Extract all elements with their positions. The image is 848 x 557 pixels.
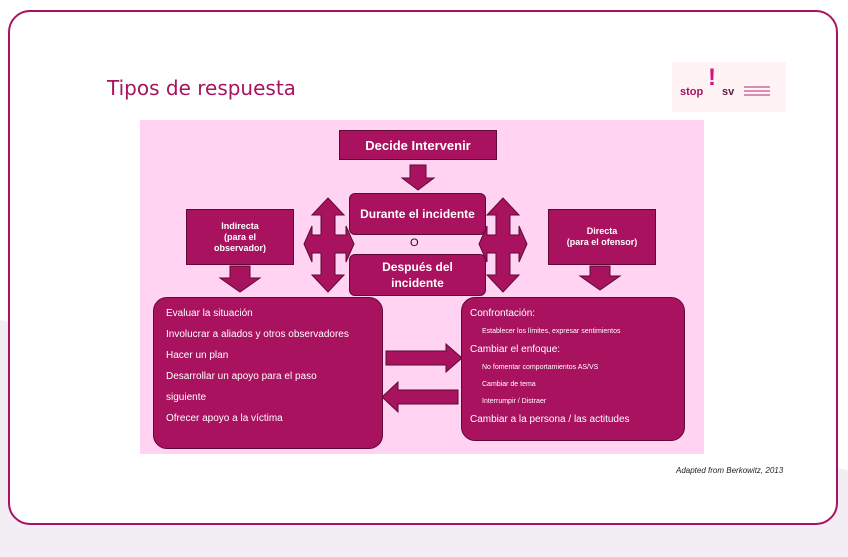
logo-sv-text: sv <box>722 86 735 98</box>
cross-arrow-left <box>303 197 355 293</box>
indirect-actions-list: Evaluar la situación Involucrar a aliado… <box>153 297 383 449</box>
stop-sv-logo: stop ! sv <box>672 62 786 112</box>
list-item: siguiente <box>166 392 207 403</box>
list-item: Desarrollar un apoyo para el paso <box>166 371 317 382</box>
arrow-down-indirecta <box>218 265 262 293</box>
cambiar-enfoque-heading: Cambiar el enfoque: <box>470 344 561 355</box>
arrow-right-middle <box>385 342 463 374</box>
despues-incidente-box: Después del incidente <box>349 254 486 296</box>
despues-line-1: Después del <box>382 260 453 274</box>
arrow-left-middle <box>381 380 459 414</box>
list-item: Evaluar la situación <box>166 308 253 319</box>
list-item: Hacer un plan <box>166 350 229 361</box>
source-credit: Adapted from Berkowitz, 2013 <box>676 466 784 475</box>
arrow-down-decide <box>400 164 436 191</box>
logo-tagline-lines <box>744 86 770 96</box>
list-item: Involucrar a aliados y otros observadore… <box>166 329 349 340</box>
enfoque-detail-1: No fomentar comportamientos AS/VS <box>482 364 599 371</box>
list-item: Ofrecer apoyo a la víctima <box>166 413 283 424</box>
confrontacion-detail: Establecer los límites, expresar sentimi… <box>482 328 621 335</box>
enfoque-detail-3: Interrumpir / Distraer <box>482 398 547 405</box>
arrow-down-directa <box>578 265 622 291</box>
durante-incidente-box: Durante el incidente <box>349 193 486 235</box>
enfoque-detail-2: Cambiar de tema <box>482 381 536 388</box>
cross-arrow-right <box>478 197 528 293</box>
indirecta-line-3: observador) <box>213 242 266 253</box>
cambiar-persona-heading: Cambiar a la persona / las actitudes <box>470 414 630 425</box>
decide-intervenir-box: Decide Intervenir <box>339 130 497 160</box>
despues-line-2: incidente <box>391 276 444 290</box>
confrontacion-heading: Confrontación: <box>470 308 536 319</box>
diagram-panel: Decide Intervenir Durante el incidente O… <box>140 120 704 454</box>
indirecta-line-2: (para el <box>223 231 256 242</box>
diagram-arrows <box>218 164 622 414</box>
direct-actions-list: Confrontación: Establecer los límites, e… <box>461 297 685 441</box>
logo-exclamation-mark: ! <box>708 64 716 91</box>
directa-line-2: (para el ofensor) <box>566 237 638 247</box>
indirecta-line-1: Indirecta <box>221 220 259 231</box>
connector-o-label: O <box>410 237 419 249</box>
slide-title: Tipos de respuesta <box>107 76 296 100</box>
directa-box: Directa(para el ofensor) <box>548 209 656 265</box>
directa-line-1: Directa <box>586 226 618 236</box>
logo-stop-text: stop <box>680 86 704 98</box>
